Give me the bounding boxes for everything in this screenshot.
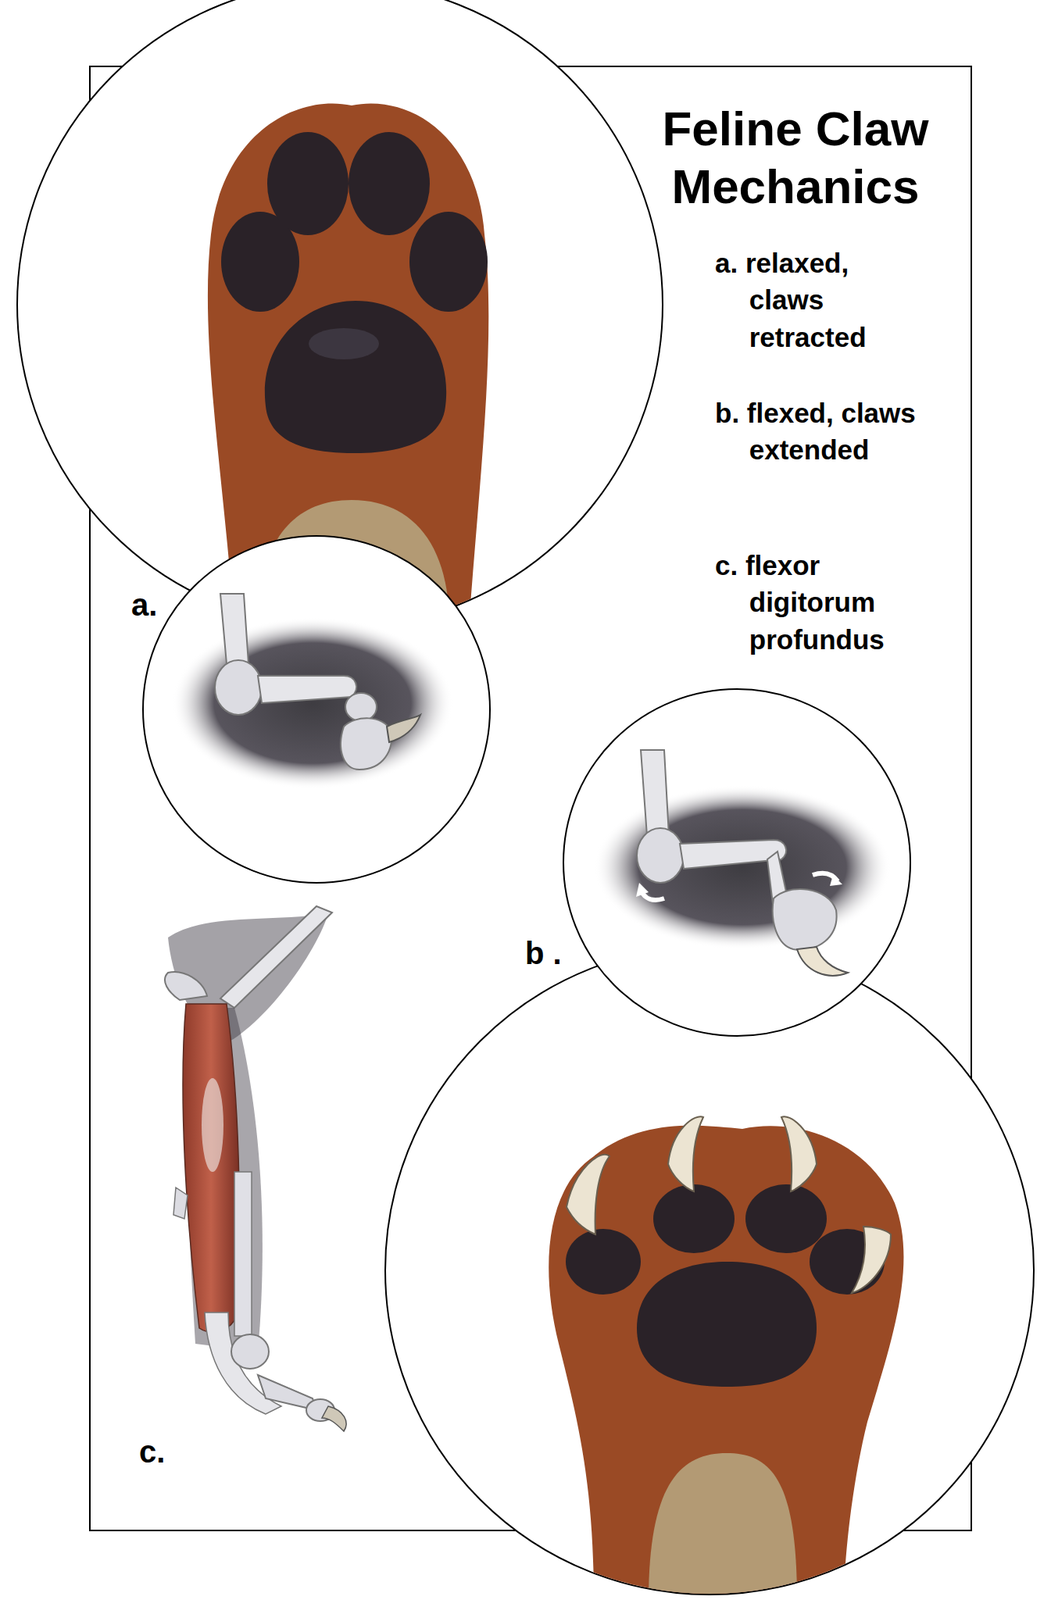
extended-paw bbox=[548, 1116, 904, 1600]
legend-item: c. flexor digitorum profundus bbox=[714, 546, 930, 658]
legend-item: a. relaxed, claws retracted bbox=[714, 244, 930, 356]
panel-letter: b . bbox=[525, 937, 562, 969]
extended-bones bbox=[593, 750, 891, 976]
panel-letter: a. bbox=[131, 589, 158, 621]
detail-circle bbox=[142, 536, 490, 883]
title: Feline Claw Mechanics bbox=[631, 100, 960, 217]
detail-circle bbox=[563, 689, 911, 1037]
view-circle bbox=[17, 0, 663, 628]
panel-letter: c. bbox=[139, 1436, 165, 1468]
retracted-bones bbox=[171, 593, 454, 790]
legend-item: b. flexed, claws extended bbox=[714, 394, 930, 469]
flexor-muscle bbox=[164, 906, 347, 1432]
